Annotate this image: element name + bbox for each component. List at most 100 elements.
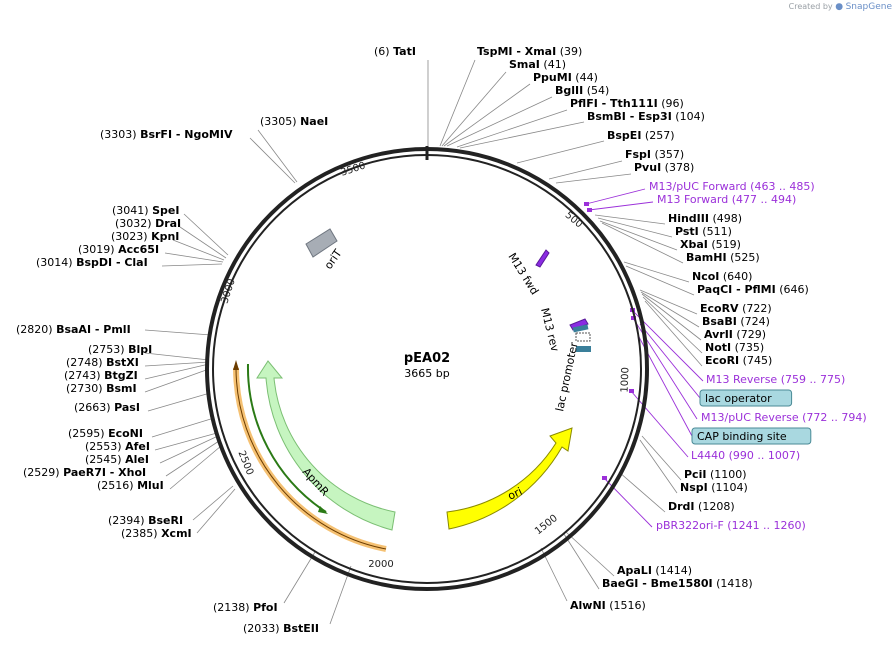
enzyme-name: Acc65I — [118, 243, 159, 256]
enzyme-site[interactable]: (3023) KpnI — [111, 230, 179, 243]
enzyme-name: BglII — [555, 84, 583, 97]
enzyme-site[interactable]: (2033) BstEII — [243, 622, 319, 635]
enzyme-name: BamHI — [686, 251, 727, 264]
enzyme-site[interactable]: (2753) BlpI — [88, 343, 152, 356]
ori-feature[interactable] — [446, 427, 573, 530]
leader-line — [623, 261, 690, 283]
enzyme-site[interactable]: ApaLI (1414) — [617, 564, 692, 577]
enzyme-site[interactable]: DrdI (1208) — [668, 500, 735, 513]
leader-line — [154, 432, 218, 451]
leader-line — [169, 445, 222, 490]
enzyme-site[interactable]: PflFI - Tth111I (96) — [570, 97, 684, 110]
orit-feature[interactable] — [305, 228, 338, 258]
enzyme-site[interactable]: (2663) PasI — [74, 401, 140, 414]
enzyme-site[interactable]: (2743) BtgZI — [64, 369, 138, 382]
site-position: (2663) — [74, 401, 114, 414]
enzyme-site[interactable]: BsaBI (724) — [702, 315, 770, 328]
lac-operator-feature[interactable] — [572, 324, 589, 333]
site-position: (3041) — [112, 204, 152, 217]
site-position: (1414) — [652, 564, 692, 577]
leader-line — [144, 361, 210, 367]
primer-range: (990 .. 1007) — [725, 449, 800, 462]
primer-label[interactable]: L4440 (990 .. 1007) — [691, 449, 800, 462]
enzyme-site[interactable]: (2730) BsmI — [66, 382, 137, 395]
enzyme-site[interactable]: BglII (54) — [555, 84, 609, 97]
primer-label[interactable]: M13/pUC Reverse (772 .. 794) — [701, 411, 867, 424]
enzyme-site[interactable]: PstI (511) — [675, 225, 732, 238]
enzyme-site[interactable]: NcoI (640) — [692, 270, 752, 283]
enzyme-site[interactable]: PaqCI - PflMI (646) — [697, 283, 809, 296]
primer-name: M13 Forward — [657, 193, 728, 206]
site-position: (96) — [658, 97, 684, 110]
enzyme-site[interactable]: (2516) MluI — [97, 479, 164, 492]
site-position: (640) — [719, 270, 752, 283]
orange-trace-line — [235, 367, 387, 550]
enzyme-site[interactable]: SmaI (41) — [509, 58, 566, 71]
leader-line — [443, 83, 531, 147]
enzyme-site[interactable]: (3014) BspDI - ClaI — [36, 256, 148, 269]
enzyme-site[interactable]: TspMI - XmaI (39) — [477, 45, 582, 58]
cap-binding-feature[interactable] — [576, 346, 591, 352]
enzyme-site[interactable]: PpuMI (44) — [533, 71, 598, 84]
primer-label[interactable]: M13 Reverse (759 .. 775) — [706, 373, 845, 386]
primer-label[interactable]: pBR322ori-F (1241 .. 1260) — [656, 519, 806, 532]
enzyme-name: PaqCI — [697, 283, 732, 296]
enzyme-site[interactable]: (6) TatI — [374, 45, 416, 58]
enzyme-name: NotI — [705, 341, 731, 354]
enzyme-site[interactable]: (2545) AleI — [85, 453, 149, 466]
apmr-feature[interactable] — [256, 360, 396, 531]
primer-label[interactable]: M13/pUC Forward (463 .. 485) — [649, 180, 815, 193]
site-position: (511) — [699, 225, 732, 238]
primer-label[interactable]: M13 Forward (477 .. 494) — [657, 193, 796, 206]
feature-box-label[interactable]: lac operator — [699, 389, 793, 407]
enzyme-site[interactable]: NotI (735) — [705, 341, 764, 354]
enzyme-site[interactable]: (3305) NaeI — [260, 115, 328, 128]
enzyme-site[interactable]: FspI (357) — [625, 148, 684, 161]
enzyme-site[interactable]: (3032) DraI — [115, 217, 181, 230]
enzyme-site[interactable]: XbaI (519) — [680, 238, 741, 251]
enzyme-site[interactable]: (2385) XcmI — [121, 527, 192, 540]
enzyme-site[interactable]: BspEI (257) — [607, 129, 675, 142]
enzyme-site[interactable]: (3303) BsrFI - NgoMIV — [100, 128, 233, 141]
enzyme-name: TatI — [393, 45, 416, 58]
primer-name: L4440 — [691, 449, 725, 462]
enzyme-site[interactable]: (3019) Acc65I — [78, 243, 159, 256]
enzyme-site[interactable]: AvrII (729) — [704, 328, 766, 341]
enzyme-name: BstEII — [283, 622, 319, 635]
m13-fwd-feature[interactable] — [535, 249, 550, 268]
enzyme-site[interactable]: (2748) BstXI — [66, 356, 139, 369]
enzyme-site[interactable]: HindIII (498) — [668, 212, 742, 225]
enzyme-site[interactable]: (2394) BseRI — [108, 514, 183, 527]
enzyme-site[interactable]: EcoRI (745) — [705, 354, 772, 367]
enzyme-site[interactable]: BaeGI - Bme1580I (1418) — [602, 577, 753, 590]
enzyme-site[interactable]: EcoRV (722) — [700, 302, 772, 315]
site-position: (722) — [739, 302, 772, 315]
site-position: (44) — [572, 71, 598, 84]
enzyme-site[interactable]: (2595) EcoNI — [68, 427, 143, 440]
plasmid-name: pEA02 — [404, 351, 450, 366]
enzyme-site[interactable]: (2529) PaeR7I - XhoI — [23, 466, 146, 479]
enzyme-site[interactable]: PvuI (378) — [634, 161, 694, 174]
enzyme-site[interactable]: BsmBI - Esp3I (104) — [587, 110, 705, 123]
enzyme-name: XbaI — [680, 238, 708, 251]
leader-line — [249, 137, 296, 184]
enzyme-name: PfoI — [253, 601, 278, 614]
enzyme-name: EcoNI — [108, 427, 143, 440]
credit-brand: SnapGene — [845, 2, 892, 12]
enzyme-site[interactable]: AlwNI (1516) — [570, 599, 646, 612]
tick-mark: 1000 — [620, 367, 632, 393]
feature-box-label[interactable]: CAP binding site — [691, 427, 812, 445]
site-position: (2553) — [85, 440, 125, 453]
primer-name: M13/pUC Forward — [649, 180, 747, 193]
site-position: (357) — [651, 148, 684, 161]
enzyme-site[interactable]: PciI (1100) — [684, 468, 747, 481]
leader-line — [439, 59, 476, 147]
enzyme-site[interactable]: (2820) BsaAI - PmlI — [16, 323, 131, 336]
tick-label: 1000 — [620, 367, 632, 393]
enzyme-site[interactable]: (2138) PfoI — [213, 601, 278, 614]
enzyme-site[interactable]: (3041) SpeI — [112, 204, 179, 217]
enzyme-site[interactable]: BamHI (525) — [686, 251, 760, 264]
enzyme-site[interactable]: NspI (1104) — [680, 481, 748, 494]
enzyme-site[interactable]: (2553) AfeI — [85, 440, 150, 453]
